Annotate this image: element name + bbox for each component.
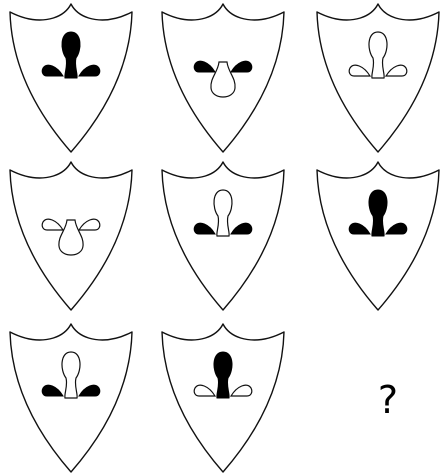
shield-r1c3 [317,4,439,152]
shield-r1c1 [10,4,132,152]
shield-r3c1 [10,324,132,472]
missing-cell-question-mark: ? [368,370,408,430]
shield-r2c3 [317,162,439,310]
shield-r1c2 [162,4,284,152]
shield-r2c2 [162,162,284,310]
shield-r3c2 [162,324,284,472]
shield-r2c1 [10,162,132,310]
